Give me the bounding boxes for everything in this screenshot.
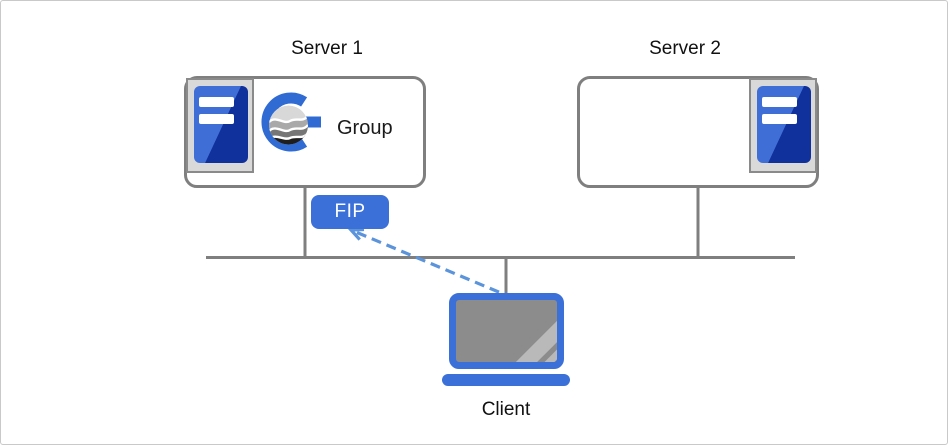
server-panel-bar (762, 97, 797, 107)
group-sphere-icon (269, 105, 308, 145)
laptop-base (442, 374, 570, 386)
tower-server-icon (194, 86, 248, 163)
server1-server-icon (186, 78, 254, 173)
server-panel-bar (199, 114, 234, 124)
group-g-ring (261, 92, 308, 152)
tower-server-icon (757, 86, 811, 163)
fip-badge: FIP (311, 195, 389, 229)
fip-arrow-shaft (356, 231, 502, 295)
group-g-crossbar (301, 116, 321, 128)
server2-label: Server 2 (649, 38, 721, 59)
server2-server-icon (749, 78, 817, 173)
group-label: Group (337, 117, 393, 139)
server-panel-bar (762, 114, 797, 124)
server-panel-bar (199, 97, 234, 107)
group-logo-icon (261, 92, 321, 152)
client-label: Client (481, 399, 531, 420)
fip-arrowhead-icon (347, 227, 365, 241)
server1-label: Server 1 (291, 38, 363, 59)
laptop-icon (449, 293, 564, 369)
fip-access-arrow (347, 227, 502, 295)
